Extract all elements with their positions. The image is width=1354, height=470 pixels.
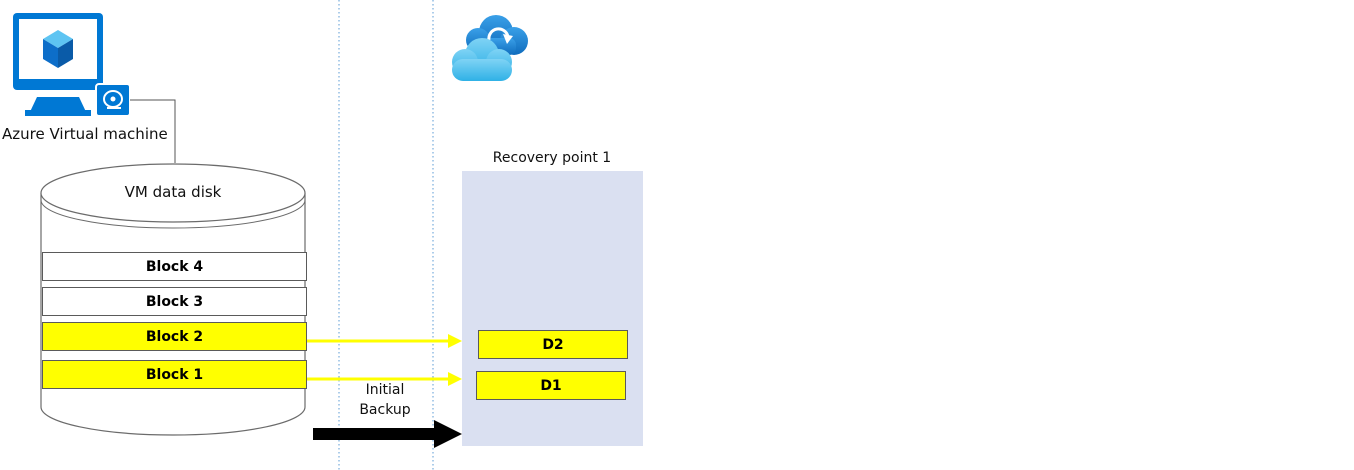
disk-badge-icon: [95, 83, 131, 117]
recovery-point-container: [462, 171, 643, 446]
disk-label: VM data disk: [124, 183, 222, 201]
vm-label: Azure Virtual machine: [2, 125, 168, 143]
recovery-item-d1: D1: [476, 371, 626, 400]
copy-arrow-block2-to-d2: [307, 334, 462, 348]
transfer-label-line1: Initial: [365, 382, 405, 398]
disk-block-4: Block 4: [42, 252, 307, 281]
recovery-point-title: Recovery point 1: [492, 150, 612, 166]
disk-block-1: Block 1: [42, 360, 307, 389]
azure-backup-cloud-icon: [452, 15, 528, 81]
copy-arrow-block1-to-d1: [307, 372, 462, 386]
transfer-label-line2: Backup: [359, 402, 411, 418]
azure-vm-icon: [13, 13, 103, 116]
recovery-item-d2: D2: [478, 330, 628, 359]
disk-block-2: Block 2: [42, 322, 307, 351]
initial-backup-arrow: [313, 420, 462, 448]
vm-disk-connector: [130, 99, 176, 163]
disk-block-3: Block 3: [42, 287, 307, 316]
